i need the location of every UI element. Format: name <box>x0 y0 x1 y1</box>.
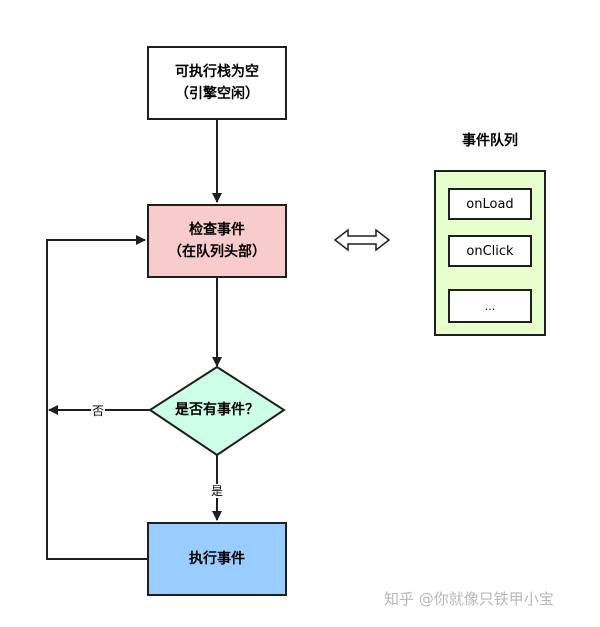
watermark: 知乎 @你就像只铁甲小宝 <box>384 590 554 608</box>
execute-event-node: 执行事件 <box>147 522 287 596</box>
edge-label-yes: 是 <box>210 484 225 498</box>
start-node-line1: 可执行栈为空 <box>175 64 259 80</box>
double-arrow-icon <box>333 228 391 252</box>
edge-loop-back <box>46 235 147 560</box>
execute-node-label: 执行事件 <box>189 551 245 567</box>
start-node: 可执行栈为空 （引擎空闲） <box>147 46 287 120</box>
check-event-node: 检查事件 （在队列头部） <box>147 204 287 278</box>
event-queue: onLoad onClick ... <box>434 170 546 336</box>
edge-label-no: 否 <box>91 404 106 418</box>
check-node-line2: （在队列头部） <box>168 244 266 260</box>
queue-title: 事件队列 <box>462 133 518 149</box>
queue-item: onLoad <box>448 188 532 220</box>
decision-label: 是否有事件？ <box>175 402 259 418</box>
queue-item: ... <box>448 289 532 323</box>
start-node-line2: （引擎空闲） <box>175 86 259 102</box>
queue-item: onClick <box>448 235 532 267</box>
check-node-line1: 检查事件 <box>189 222 245 238</box>
